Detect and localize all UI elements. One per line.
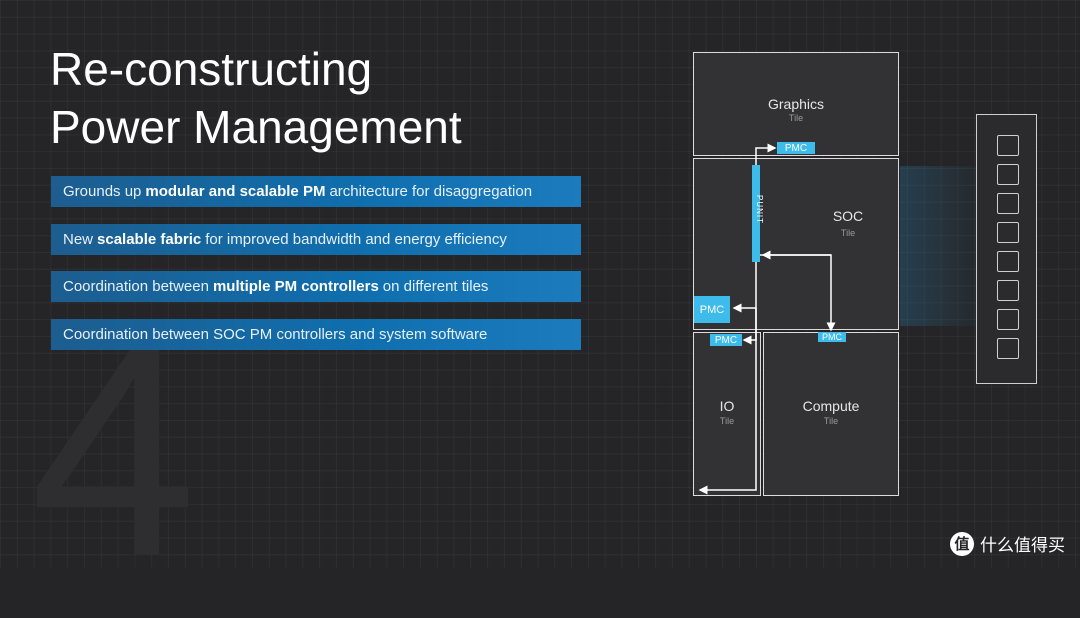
memory-chip [997,164,1019,185]
compute-tile-label: Compute [802,398,860,414]
bullet-bold: scalable fabric [97,230,202,248]
compute-tile-sub: Tile [823,416,839,426]
memory-chip [997,338,1019,359]
bullet-bold: modular and scalable PM [145,183,326,200]
graphics-tile-sub: Tile [788,113,804,123]
page-title: Re-constructing Power Management [50,40,462,156]
bullet-item: Coordination between SOC PM controllers … [51,318,581,350]
pmc-io: PMC [710,334,742,346]
title-line-2: Power Management [50,101,462,153]
bullet-text: architecture for disaggregation [329,183,533,200]
io-tile: IO Tile [693,332,761,496]
bullet-text: for improved bandwidth and energy effici… [205,230,507,248]
pmc-graphics: PMC [777,142,815,154]
bullet-item: Coordination between multiple PM control… [51,271,581,302]
connection-arrows [698,143,836,495]
bullet-list: Grounds up modular and scalable PM archi… [51,176,581,366]
bullet-text: Coordination between SOC PM controllers … [63,325,488,343]
pmc-soc: PMC [694,296,730,323]
pmc-compute: PMC [818,332,846,342]
bullet-text: on different tiles [382,278,489,295]
bullet-text: Coordination between [63,278,209,295]
punit-label: PUNIT [755,195,764,224]
watermark-logo-icon: 值 [950,531,974,556]
soc-tile-sub: Tile [840,228,856,238]
soc-tile-label: SOC [832,208,864,224]
memory-chip [997,193,1019,214]
bullet-item: New scalable fabric for improved bandwid… [51,223,581,255]
graphics-tile-label: Graphics [767,96,825,112]
io-tile-label: IO [719,398,735,414]
title-line-1: Re-constructing [50,43,373,95]
io-tile-sub: Tile [719,416,735,426]
watermark-text: 什么值得买 [980,536,1065,556]
punit-bar [752,165,760,262]
watermark: 值 什么值得买 [950,531,1065,556]
memory-chip [997,222,1019,243]
memory-chip [997,251,1019,272]
background-number: 4 [30,282,197,618]
graphics-tile: Graphics Tile [693,52,899,156]
memory-chip [997,280,1019,301]
memory-link-glow [900,166,978,326]
bullet-bold: multiple PM controllers [212,278,379,295]
bullet-text: New [63,230,94,248]
memory-module [976,114,1037,384]
memory-chip [997,309,1019,330]
bullet-item: Grounds up modular and scalable PM archi… [51,176,581,207]
memory-chip [997,135,1019,156]
compute-tile: Compute Tile [763,332,899,496]
bullet-text: Grounds up [63,183,142,200]
